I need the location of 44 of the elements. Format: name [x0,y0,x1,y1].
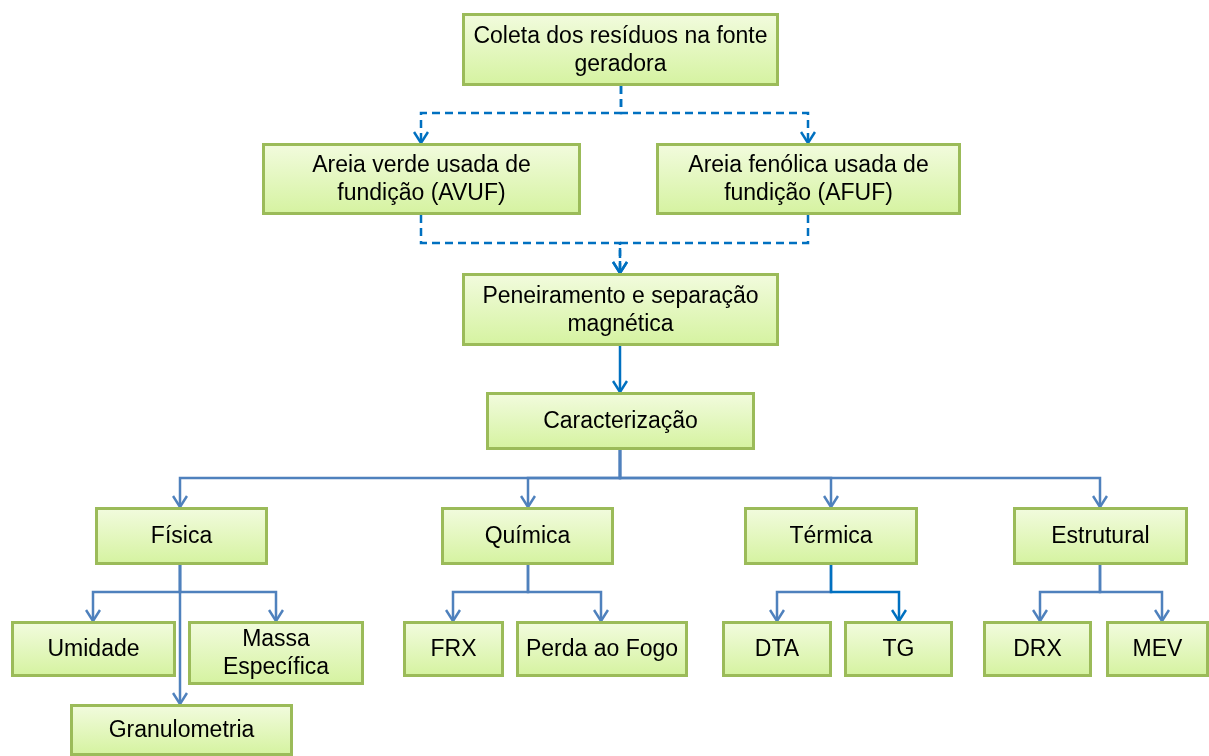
process-box [11,621,176,677]
box-label: Granulometria [108,716,255,744]
arrow [829,565,908,623]
box-label: TG [882,635,915,663]
process-box [1013,507,1188,565]
box-label: Coleta dos resíduos na fonte geradora [472,21,769,78]
box-label: Perda ao Fogo [525,635,679,663]
process-box [486,392,755,450]
arrow [611,346,629,394]
arrow [611,215,810,275]
box-label: Térmica [789,522,873,550]
process-box [262,143,581,215]
box-label: FRX [430,635,477,663]
process-box [516,621,688,677]
process-box [403,621,504,677]
box-label: Areia verde usada de fundição (AVUF) [311,151,532,207]
arrow [619,86,817,145]
process-box [744,507,918,565]
process-box [722,621,832,677]
box-label: Umidade [47,635,140,663]
process-box [462,13,779,86]
process-box [1106,621,1209,677]
process-box [844,621,953,677]
box-label: Física [150,522,213,550]
process-box [70,704,293,756]
box-label: MEV [1132,635,1183,663]
arrow [618,450,1109,509]
box-label: Areia fenólica usada de fundição (AFUF) [687,151,930,207]
box-label: Estrutural [1051,522,1150,550]
box-label: Química [484,522,571,550]
process-box [983,621,1092,677]
box-label: Caracterização [543,407,698,435]
process-box [441,507,614,565]
process-box [462,273,779,346]
process-box [95,507,268,565]
arrow [526,565,610,623]
arrow [1098,565,1171,623]
arrow [171,565,189,706]
box-label: DRX [1013,635,1062,663]
box-label: DTA [754,635,800,663]
process-box [656,143,961,215]
box-label: Massa Específica [221,625,331,681]
box-label: Peneiramento e separação magnética [481,281,760,338]
process-box [188,621,364,685]
